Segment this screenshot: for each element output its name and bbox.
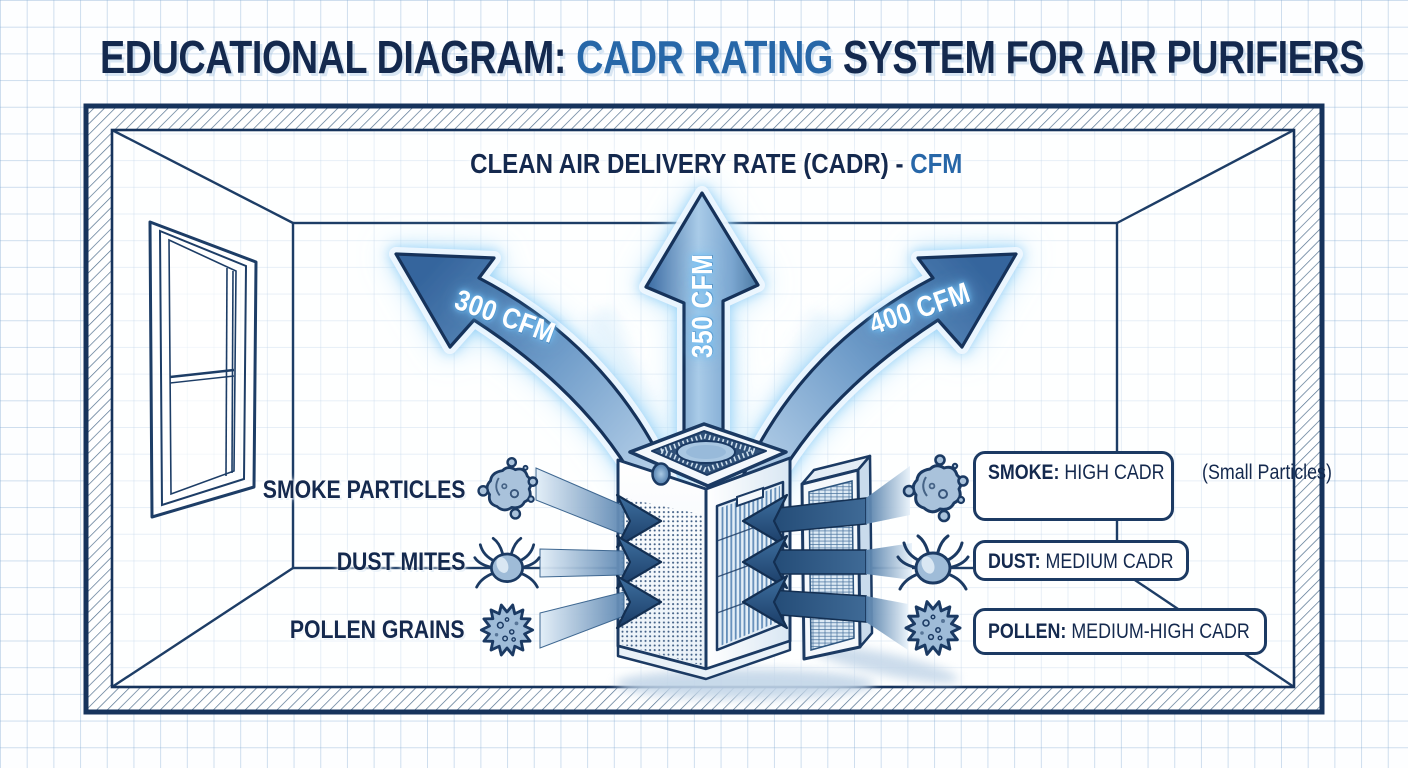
title-highlight: CADR RATING	[576, 31, 833, 83]
callout-dust-pollutant: DUST:	[988, 550, 1041, 573]
purifier-perforations	[620, 497, 704, 666]
cadr-header-unit: CFM	[910, 148, 963, 179]
title-suffix: SYSTEM FOR AIR PURIFIERS	[832, 31, 1365, 83]
intake-streams-right	[741, 466, 912, 650]
intake-streams-left	[535, 467, 663, 649]
label-pollen-grains: POLLEN GRAINS	[290, 616, 465, 644]
callout-pollen-pollutant: POLLEN:	[988, 620, 1067, 643]
page-title: EDUCATIONAL DIAGRAM: CADR RATING SYSTEM …	[100, 33, 1364, 81]
window	[148, 220, 258, 519]
callout-smoke-rating: SMOKE: HIGH CADR (Small Particles)	[973, 451, 1331, 521]
callout-pollen-rating: POLLEN: MEDIUM-HIGH CADR	[973, 608, 1267, 655]
label-smoke-particles: SMOKE PARTICLES	[262, 476, 465, 504]
title-prefix: EDUCATIONAL DIAGRAM:	[100, 31, 577, 83]
callout-smoke-note: (Small Particles)	[1201, 461, 1332, 484]
callout-smoke-pollutant: SMOKE:	[988, 461, 1060, 484]
arrow-left-300	[394, 252, 678, 510]
power-button	[651, 462, 671, 486]
callout-dust-rating: DUST: MEDIUM CADR	[973, 540, 1189, 581]
callout-pollen-value: MEDIUM-HIGH CADR	[1071, 620, 1250, 643]
cadr-header: CLEAN AIR DELIVERY RATE (CADR) - CFM	[430, 148, 990, 180]
callout-dust-value: MEDIUM CADR	[1045, 550, 1174, 573]
label-dust-mites: DUST MITES	[336, 548, 465, 576]
callout-smoke-value: HIGH CADR	[1064, 461, 1165, 484]
filter-shadow	[811, 645, 959, 683]
cadr-header-label: CLEAN AIR DELIVERY RATE (CADR) -	[470, 148, 911, 179]
arrow-label-350cfm: 350 CFM	[687, 253, 719, 359]
purifier-shadow	[615, 669, 875, 699]
